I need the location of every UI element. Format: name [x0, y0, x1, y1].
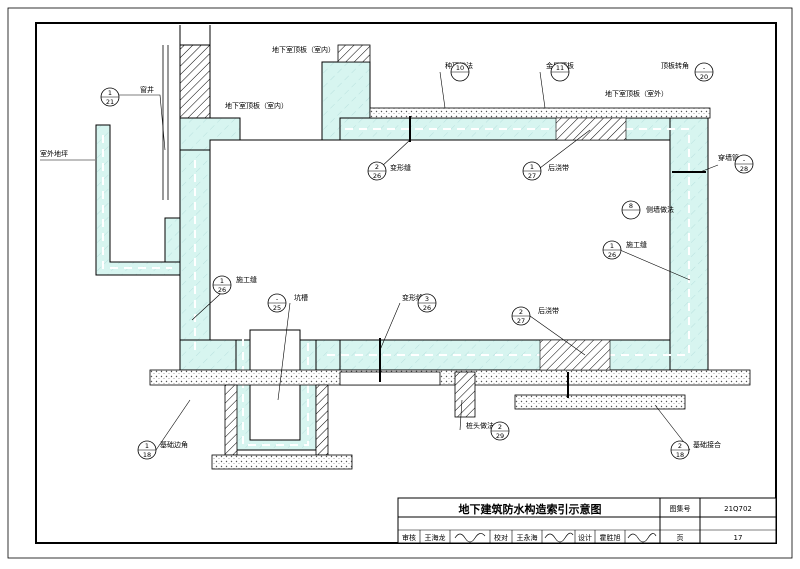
label-deform-joint-roof: 变形缝 — [390, 163, 411, 172]
label-construction-joint-left: 施工缝 — [236, 275, 257, 284]
callout-deform-joint-floor: 326 — [417, 293, 437, 313]
label-side-wall: 侧墙做法 — [646, 205, 674, 214]
callout-window-well: 121 — [100, 87, 120, 107]
label-construction-joint-right: 施工缝 — [626, 240, 647, 249]
callout-bottom-text: 29 — [496, 432, 504, 440]
atlas-label: 图集号 — [670, 504, 691, 513]
title-block: 地下建筑防水构造索引示意图 图集号 21Q702 审核 王海龙 校对 王永海 设… — [397, 497, 777, 544]
reviewer-signature — [454, 533, 486, 543]
roof-overlay — [369, 107, 711, 119]
label-window-well: 窗井 — [140, 85, 154, 94]
callout-top-text: 2 — [678, 442, 682, 450]
callout-planting-roof: 10 — [450, 62, 470, 82]
label-roof-slab-indoor-left: 地下室顶板（室内） — [225, 101, 288, 110]
callout-deform-joint-roof: 226 — [367, 161, 387, 181]
waterproof-layer — [102, 128, 690, 446]
callout-side-wall: 8 — [621, 200, 641, 220]
callout-bottom-text: 26 — [423, 304, 431, 312]
callout-top-text: 3 — [425, 295, 429, 303]
check-label: 校对 — [494, 533, 508, 542]
label-roof-corner: 顶板转角 — [661, 61, 689, 70]
label-roof-slab-indoor-top: 地下室顶板（室内） — [272, 45, 335, 54]
drawing-title: 地下建筑防水构造索引示意图 — [459, 502, 602, 516]
label-post-pour-strip-roof: 后浇带 — [548, 163, 569, 172]
callout-metal-roof: 11 — [550, 62, 570, 82]
labels: 窗井 室外地坪 地下室顶板（室内） 地下室顶板（室内） 地下室顶板（室外） 种顶… — [40, 45, 739, 449]
label-deform-joint-floor: 变形缝 — [402, 293, 423, 302]
page-label: 页 — [677, 534, 684, 542]
parapet — [337, 44, 371, 63]
checker-name: 王永海 — [517, 533, 538, 542]
callout-top-text: 1 — [530, 163, 534, 171]
callout-bottom-text: 28 — [740, 165, 748, 173]
label-roof-slab-outdoor: 地下室顶板（室外） — [605, 89, 668, 98]
callout-construction-joint-left: 126 — [212, 275, 232, 295]
callout-top-text: - — [743, 156, 746, 164]
roof-post-pour-strip — [555, 117, 627, 141]
callout-top-text: 11 — [556, 64, 564, 72]
callout-bottom-text: 26 — [218, 286, 226, 294]
callout-roof-corner: -20 — [694, 62, 714, 82]
callout-wall-penetration: -28 — [734, 154, 754, 174]
callout-bottom-text: 27 — [517, 317, 525, 325]
callout-bottom-text: 26 — [373, 172, 381, 180]
label-post-pour-strip-floor: 后浇带 — [538, 306, 559, 315]
floor-post-pour-strip — [539, 339, 611, 371]
callout-top-text: 1 — [220, 277, 224, 285]
design-label: 设计 — [578, 533, 592, 542]
callout-top-text: 2 — [519, 308, 523, 316]
callout-top-text: - — [276, 295, 279, 303]
checker-signature — [544, 532, 574, 543]
callout-top-text: 8 — [629, 202, 633, 210]
callout-bottom-text: 27 — [528, 172, 536, 180]
callout-foundation-joint: 218 — [670, 440, 690, 460]
joint-markers — [379, 116, 706, 398]
callout-construction-joint-right: 126 — [602, 240, 622, 260]
designer-name: 霍胜旭 — [600, 533, 621, 542]
callout-bottom-text: 25 — [273, 304, 281, 312]
leader-lines — [40, 71, 719, 451]
callout-bottom-text: 18 — [143, 451, 151, 459]
designer-signature — [627, 533, 657, 543]
callout-bottom-text: 20 — [700, 73, 708, 81]
review-label: 审核 — [402, 533, 416, 542]
callout-post-pour-strip-roof: 127 — [522, 161, 542, 181]
label-wall-penetration: 穿墙管 — [718, 153, 739, 162]
label-foundation-joint: 基础接合 — [693, 440, 721, 449]
label-pile-head: 桩头做法 — [466, 421, 494, 430]
callout-top-text: - — [703, 64, 706, 72]
page-number: 17 — [734, 534, 743, 542]
callout-foundation-edge: 118 — [137, 440, 157, 460]
callout-post-pour-strip-floor: 227 — [511, 306, 531, 326]
callout-bottom-text: 26 — [608, 251, 616, 259]
reviewer-name: 王海龙 — [425, 533, 446, 542]
callout-top-text: 1 — [145, 442, 149, 450]
callout-top-text: 10 — [456, 64, 464, 72]
callout-top-text: 1 — [610, 242, 614, 250]
callout-bottom-text: 18 — [676, 451, 684, 459]
label-foundation-edge: 基础边角 — [160, 440, 188, 449]
interior-space — [209, 139, 671, 341]
atlas-number: 21Q702 — [724, 505, 752, 513]
callout-sump-pit: -25 — [267, 293, 287, 313]
brick-wall — [162, 25, 211, 200]
callout-bottom-text: 21 — [106, 98, 114, 106]
label-outdoor-ground: 室外地坪 — [40, 149, 68, 158]
foundation-ground — [149, 369, 751, 470]
callout-top-text: 2 — [375, 163, 379, 171]
callout-top-text: 2 — [498, 423, 502, 431]
callout-pile-head: 229 — [490, 421, 510, 441]
outer-frame — [7, 7, 793, 559]
label-sump-pit: 坑槽 — [294, 293, 308, 302]
callout-top-text: 1 — [108, 89, 112, 97]
